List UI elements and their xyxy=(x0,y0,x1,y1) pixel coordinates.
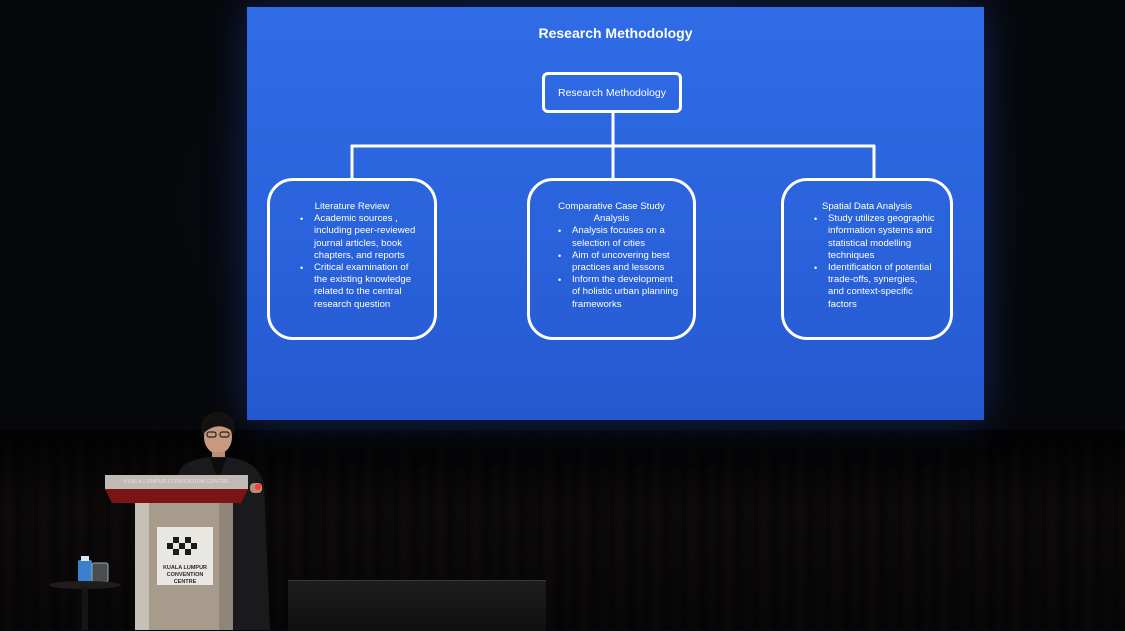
podium-sign: KUALA LUMPUR CONVENTION CENTRE xyxy=(124,479,229,485)
bullet-item: Academic sources , including peer-review… xyxy=(300,213,420,262)
bullet-list: Study utilizes geographic information sy… xyxy=(798,213,936,311)
stage-monitor xyxy=(288,580,546,631)
kl-convention-centre-logo xyxy=(167,537,197,555)
bullet-item: Study utilizes geographic information sy… xyxy=(814,213,936,262)
branch-title: Spatial Data Analysis xyxy=(821,201,913,212)
bullet-item: Critical examination of the existing kno… xyxy=(300,262,420,311)
bullet-item: Analysis focuses on a selection of citie… xyxy=(558,225,681,249)
bullet-item: Inform the development of holistic urban… xyxy=(558,274,681,311)
bullet-list: Analysis focuses on a selection of citie… xyxy=(542,225,681,310)
branch-literature-review: Literature Review Academic sources , inc… xyxy=(267,178,437,340)
root-node: Research Methodology xyxy=(542,72,682,113)
podium xyxy=(105,475,248,630)
side-table xyxy=(49,556,121,630)
connector-lines xyxy=(350,113,876,178)
branch-comparative-case-study: Comparative Case Study Analysis Analysis… xyxy=(527,178,696,340)
podium-logo-text: KUALA LUMPUR CONVENTION CENTRE xyxy=(162,565,208,585)
bullet-item: Identification of potential trade-offs, … xyxy=(814,262,936,311)
bullet-item: Aim of uncovering best practices and les… xyxy=(558,250,681,274)
branch-spatial-data-analysis: Spatial Data Analysis Study utilizes geo… xyxy=(781,178,953,340)
branch-title: Comparative Case Study Analysis xyxy=(558,201,665,225)
root-node-label: Research Methodology xyxy=(558,86,666,99)
slide-title: Research Methodology xyxy=(538,25,693,41)
branch-title: Literature Review xyxy=(314,201,390,212)
projection-screen: Research Methodology Research Methodolog… xyxy=(247,7,984,420)
bullet-list: Academic sources , including peer-review… xyxy=(284,213,420,311)
